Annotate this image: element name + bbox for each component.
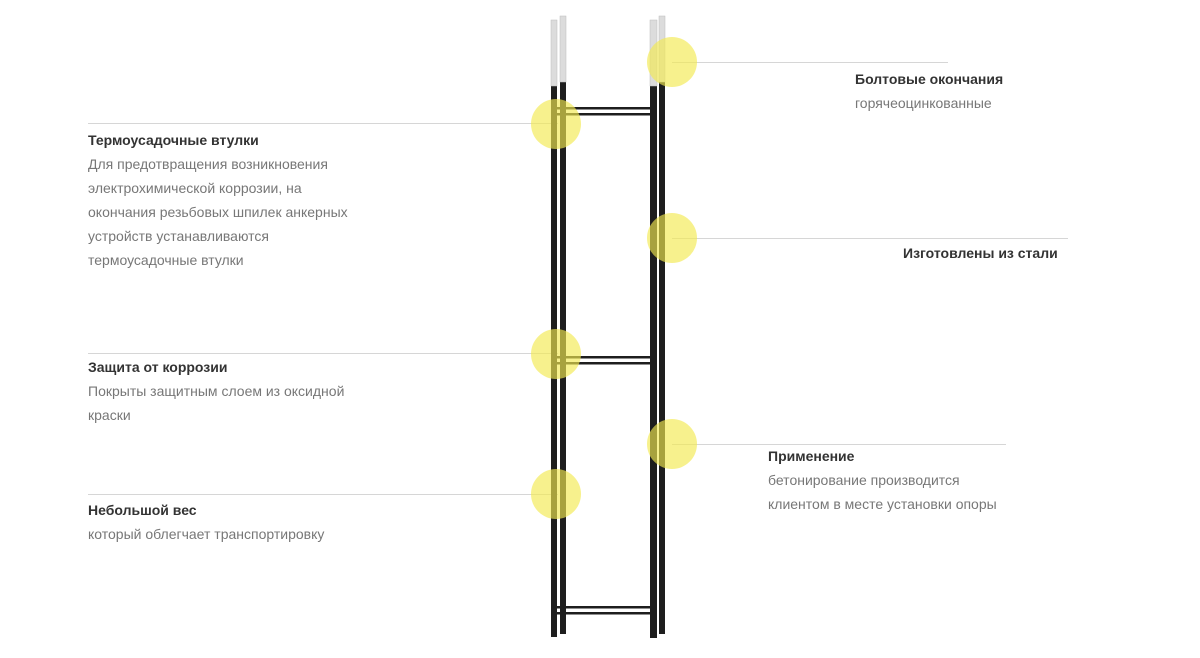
connector-line [88, 494, 558, 495]
feature-text: клиентом в месте установки опоры [768, 496, 997, 512]
feature-corrosion: Защита от коррозии Покрыты защитным слое… [88, 355, 344, 427]
feature-text: устройств устанавливаются [88, 228, 269, 244]
feature-text: который облегчает транспортировку [88, 526, 325, 542]
feature-weight: Небольшой вес который облегчает транспор… [88, 498, 324, 546]
connector-line [672, 444, 1006, 445]
hotspot-steel[interactable] [647, 213, 697, 263]
connector-line [672, 62, 948, 63]
threaded-ends [550, 15, 666, 87]
feature-title: Термоусадочные втулки [88, 132, 259, 148]
feature-text: горячеоцинкованные [855, 95, 992, 111]
connector-line [88, 123, 558, 124]
feature-title: Применение [768, 448, 855, 464]
crossbars [557, 107, 657, 615]
feature-heat-shrink: Термоусадочные втулки Для предотвращения… [88, 128, 348, 272]
hotspot-corrosion[interactable] [531, 329, 581, 379]
feature-title: Защита от коррозии [88, 359, 228, 375]
hotspot-weight[interactable] [531, 469, 581, 519]
feature-application: Применение бетонирование производится кл… [768, 444, 997, 516]
feature-title: Изготовлены из стали [903, 245, 1058, 261]
hotspot-bolt-ends[interactable] [647, 37, 697, 87]
feature-bolt-ends: Болтовые окончания горячеоцинкованные [855, 67, 1003, 115]
feature-text: электрохимической коррозии, на [88, 180, 302, 196]
feature-text: Для предотвращения возникновения [88, 156, 328, 172]
feature-text: термоусадочные втулки [88, 252, 244, 268]
feature-text: окончания резьбовых шпилек анкерных [88, 204, 348, 220]
feature-text: бетонирование производится [768, 472, 960, 488]
feature-title: Небольшой вес [88, 502, 197, 518]
feature-text: Покрыты защитным слоем из оксидной [88, 383, 345, 399]
hotspot-heat-shrink[interactable] [531, 99, 581, 149]
feature-title: Болтовые окончания [855, 71, 1004, 87]
connector-line [88, 353, 558, 354]
feature-text: краски [88, 407, 131, 423]
connector-line [672, 238, 1068, 239]
hotspot-application[interactable] [647, 419, 697, 469]
feature-steel: Изготовлены из стали [903, 241, 1058, 265]
